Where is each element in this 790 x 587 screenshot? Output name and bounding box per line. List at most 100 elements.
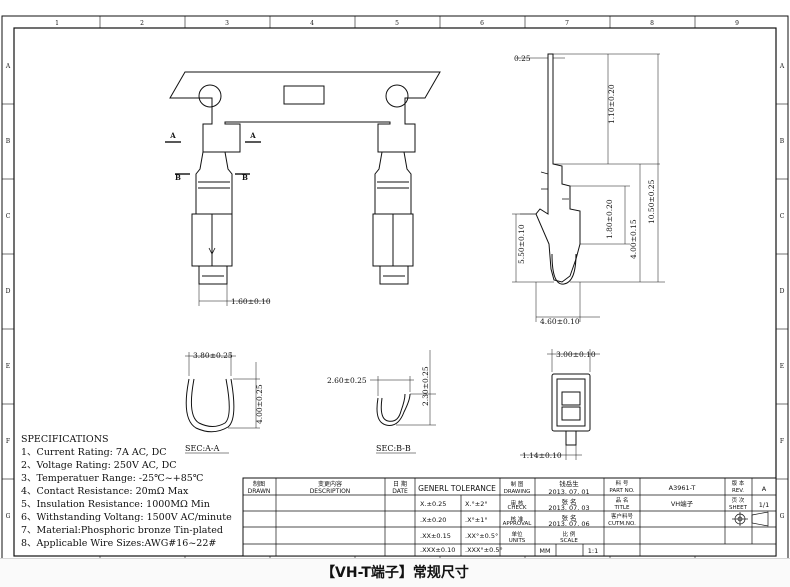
row-label: F xyxy=(780,438,784,445)
section-marks: A A B B xyxy=(165,131,261,182)
svg-text:品 名: 品 名 xyxy=(616,496,629,504)
projection-symbol-icon xyxy=(732,511,769,527)
pilot-hole-right xyxy=(385,84,409,108)
svg-text:PART NO.: PART NO. xyxy=(609,488,634,494)
svg-text:变更内容: 变更内容 xyxy=(318,480,342,488)
svg-text:TITLE: TITLE xyxy=(614,505,630,511)
row-label: B xyxy=(780,138,785,145)
svg-text:A: A xyxy=(762,485,767,493)
section-a-a-label: SEC:A-A xyxy=(185,444,220,453)
svg-text:SHEET: SHEET xyxy=(729,505,748,511)
section-mark-b: B xyxy=(242,173,248,182)
part-title: VH端子 xyxy=(671,499,694,508)
svg-text:料 号: 料 号 xyxy=(616,479,629,487)
svg-text:.XXX±0.10: .XXX±0.10 xyxy=(420,546,455,554)
col-label: 7 xyxy=(565,20,569,27)
svg-text:1.80±0.20: 1.80±0.20 xyxy=(605,199,614,239)
svg-text:2.30±0.25: 2.30±0.25 xyxy=(421,366,430,406)
row-label: D xyxy=(6,288,11,295)
col-label: 3 xyxy=(225,20,229,27)
row-label: G xyxy=(6,513,11,520)
svg-text:1.14±0.10: 1.14±0.10 xyxy=(522,451,562,460)
tolerance-title: GENERL TOLERANCE xyxy=(418,484,496,493)
svg-text:张 名: 张 名 xyxy=(561,513,576,522)
terminal-right-tip xyxy=(379,266,409,285)
svg-text:X.±0.25: X.±0.25 xyxy=(420,500,446,508)
row-label: A xyxy=(779,63,785,70)
end-view-tab xyxy=(565,430,577,446)
svg-text:.XXX°±0.5°: .XXX°±0.5° xyxy=(465,546,503,554)
terminal-left-tip xyxy=(198,266,228,285)
spec-line: 5、Insulation Resistance: 1000MΩ Min xyxy=(21,499,210,510)
svg-text:钱岳生: 钱岳生 xyxy=(559,479,579,488)
svg-text:CUTM.NO.: CUTM.NO. xyxy=(608,521,636,527)
terminal-right-body xyxy=(374,151,412,215)
svg-text:DRAWN: DRAWN xyxy=(248,488,271,495)
col-label: 2 xyxy=(140,20,144,27)
end-view-dims: 3.00±0.10 1.14±0.10 xyxy=(520,349,600,460)
carrier-strip xyxy=(169,71,441,153)
row-label: B xyxy=(6,138,11,145)
svg-text:SCALE: SCALE xyxy=(560,538,578,544)
terminal-left-body xyxy=(195,151,233,215)
spec-heading: SPECIFICATIONS xyxy=(21,434,109,445)
svg-text:APPROVAL: APPROVAL xyxy=(503,521,533,527)
side-profile xyxy=(535,53,581,283)
col-label: 4 xyxy=(310,20,314,27)
svg-text:3.80±0.25: 3.80±0.25 xyxy=(193,351,233,360)
row-label: E xyxy=(6,363,10,370)
svg-text:5.50±0.10: 5.50±0.10 xyxy=(517,224,526,264)
section-b-b-profile xyxy=(376,393,411,426)
svg-text:客户料号: 客户料号 xyxy=(611,512,634,520)
side-dims: 0.25 1.10±0.20 1.80±0.20 4.00±0.15 10.50… xyxy=(512,53,665,326)
svg-text:1.60±0.10: 1.60±0.10 xyxy=(231,297,271,306)
strip-slot xyxy=(283,85,325,105)
svg-text:.XX°±0.5°: .XX°±0.5° xyxy=(465,532,498,540)
section-mark-a: A xyxy=(169,131,176,140)
col-label: 8 xyxy=(650,20,654,27)
spec-line: 2、Voltage Rating: 250V AC, DC xyxy=(21,460,177,471)
end-view xyxy=(551,373,591,446)
svg-text:日 期: 日 期 xyxy=(393,480,407,488)
svg-text:DATE: DATE xyxy=(392,488,408,495)
page-caption: 【VH-T端子】常规尺寸 xyxy=(0,558,790,587)
svg-text:.X±0.20: .X±0.20 xyxy=(420,516,446,524)
section-b-b-label: SEC:B-B xyxy=(376,444,411,453)
specifications: SPECIFICATIONS 1、Current Rating: 7A AC, … xyxy=(21,434,232,549)
svg-text:X.°±2°: X.°±2° xyxy=(465,500,488,508)
end-view-window xyxy=(561,391,581,406)
svg-text:4.00±0.25: 4.00±0.25 xyxy=(255,384,264,424)
section-a-a-profile xyxy=(185,378,235,433)
row-label: C xyxy=(780,213,785,220)
part-number: A3961-T xyxy=(669,484,696,492)
row-label: F xyxy=(6,438,10,445)
svg-text:2013. 07. 03: 2013. 07. 03 xyxy=(548,504,589,512)
svg-text:1:1: 1:1 xyxy=(588,547,598,555)
svg-text:.XX±0.15: .XX±0.15 xyxy=(420,532,451,540)
spec-line: 4、Contact Resistance: 20mΩ Max xyxy=(21,486,189,497)
svg-text:CHECK: CHECK xyxy=(508,505,527,511)
spec-line: 8、Applicable Wire Sizes:AWG#16~22# xyxy=(21,538,216,549)
front-view xyxy=(169,71,441,285)
svg-text:UNITS: UNITS xyxy=(509,538,526,544)
svg-text:DRAWING: DRAWING xyxy=(504,489,531,495)
svg-text:比 例: 比 例 xyxy=(563,530,576,538)
row-label: C xyxy=(6,213,11,220)
col-label: 6 xyxy=(480,20,484,27)
svg-text:3.00±0.10: 3.00±0.10 xyxy=(556,350,596,359)
row-label: G xyxy=(780,513,785,520)
side-view xyxy=(520,53,581,285)
svg-text:.X°±1°: .X°±1° xyxy=(465,516,488,524)
svg-text:单位: 单位 xyxy=(511,530,523,538)
svg-text:制图: 制图 xyxy=(253,480,265,488)
pilot-hole-left xyxy=(198,84,222,108)
svg-text:REV.: REV. xyxy=(732,488,744,494)
svg-text:1/1: 1/1 xyxy=(759,501,769,509)
svg-text:版 本: 版 本 xyxy=(732,479,745,487)
end-view-outer xyxy=(551,373,591,432)
col-label: 1 xyxy=(55,20,59,27)
dim-1-60: 1.60±0.10 xyxy=(198,284,271,306)
section-mark-b: B xyxy=(175,173,181,182)
spec-line: 6、Withstanding Voltang: 1500V AC/minute xyxy=(21,512,232,523)
spec-line: 1、Current Rating: 7A AC, DC xyxy=(21,447,167,458)
